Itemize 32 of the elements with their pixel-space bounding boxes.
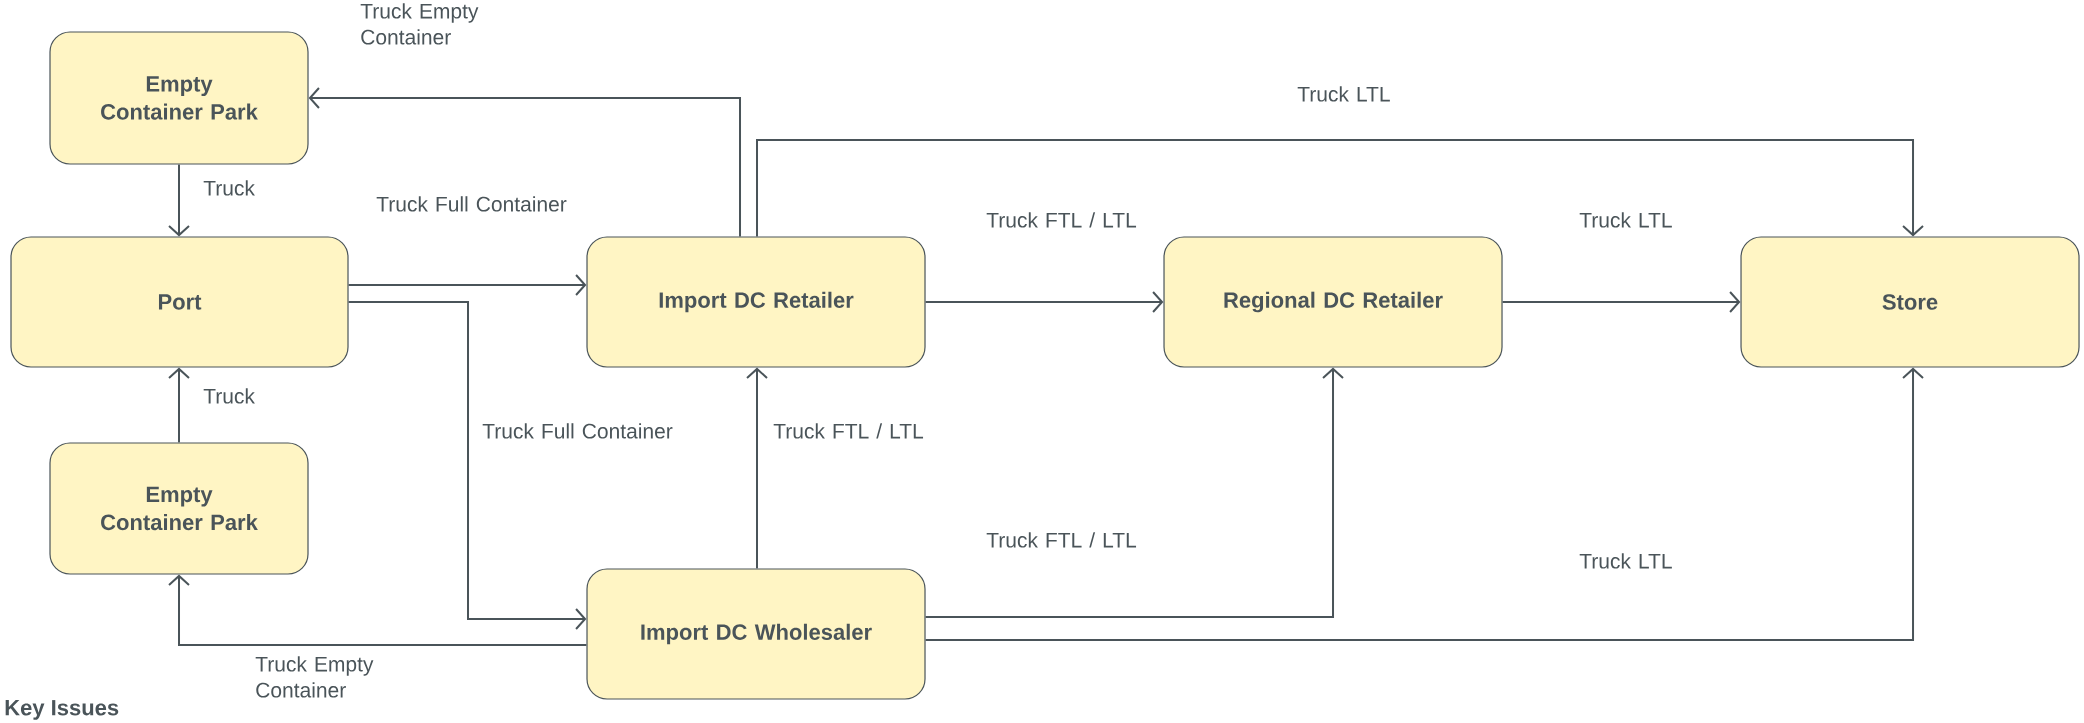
process-box: Port xyxy=(10,236,349,368)
arrow xyxy=(746,367,768,570)
edge-label: Truck FTL / LTL xyxy=(986,212,1137,228)
edge-label: Truck xyxy=(203,388,255,404)
edge-label: Truck LTL xyxy=(1297,86,1390,102)
edge-label: Truck Empty Container xyxy=(255,656,374,698)
process-box: Empty Container Park xyxy=(49,442,309,575)
arrow xyxy=(1501,291,1741,313)
arrow xyxy=(168,367,190,444)
edge-label: Truck Empty Container xyxy=(360,3,479,45)
heading: Key Issues xyxy=(5,700,119,720)
process-box: Regional DC Retailer xyxy=(1163,236,1503,368)
arrow xyxy=(756,139,1924,238)
edge-label: Truck FTL / LTL xyxy=(773,423,924,439)
arrow xyxy=(924,367,1344,618)
process-box: Store xyxy=(1740,236,2080,368)
process-box: Import DC Wholesaler xyxy=(586,568,926,700)
arrow xyxy=(347,301,587,630)
edge-label: Truck FTL / LTL xyxy=(986,532,1137,548)
edge-label: Truck LTL xyxy=(1579,553,1672,569)
edge-label: Truck Full Container xyxy=(482,423,673,439)
arrow xyxy=(168,574,588,646)
arrow xyxy=(308,87,741,238)
process-box: Import DC Retailer xyxy=(586,236,926,368)
arrow xyxy=(924,291,1164,313)
arrow xyxy=(168,163,190,237)
process-box: Empty Container Park xyxy=(49,31,309,165)
edge-label: Truck xyxy=(203,180,255,196)
edge-label: Truck Full Container xyxy=(376,196,567,212)
arrow xyxy=(924,367,1924,641)
arrow xyxy=(347,274,587,296)
edge-label: Truck LTL xyxy=(1579,212,1672,228)
